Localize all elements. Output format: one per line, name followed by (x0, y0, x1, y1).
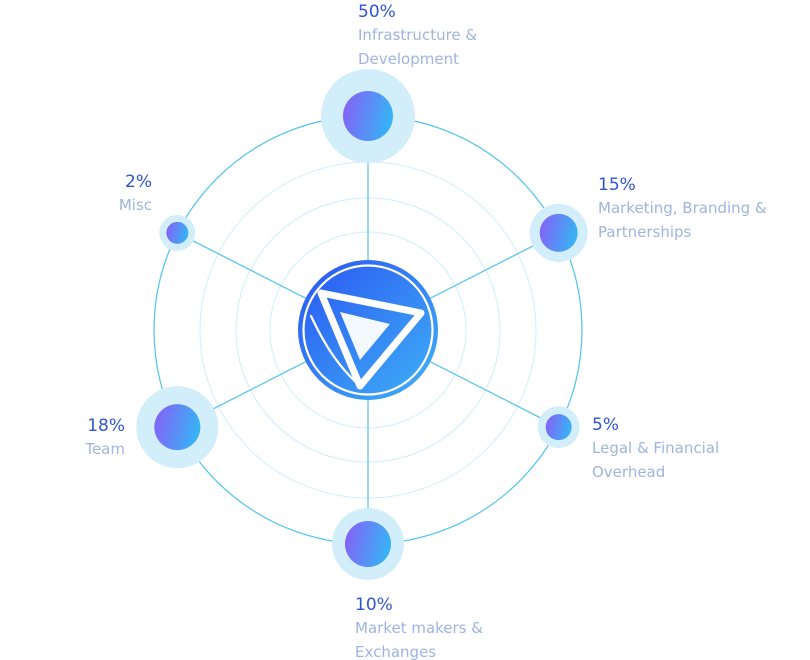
slice-dot (166, 221, 189, 244)
slice-dot (345, 521, 391, 567)
slice-dot (154, 404, 201, 451)
slice-dot (539, 213, 578, 252)
slice-percent: 10% (355, 595, 393, 615)
slice-labels: 50% Infrastructure & Development 15% Marketi… (84, 2, 767, 660)
slice-dot (545, 414, 572, 441)
slice-name: Exchanges (355, 643, 436, 660)
slice-percent: 15% (598, 175, 636, 195)
slice-name: Misc (119, 196, 152, 214)
slice-percent: 5% (592, 415, 619, 435)
slice-name: Infrastructure & (358, 26, 477, 44)
slice-percent: 2% (125, 172, 152, 192)
slice-nodes (136, 69, 588, 580)
brand-logo-icon (298, 260, 438, 400)
slice-dot (343, 91, 393, 141)
slice-percent: 18% (87, 416, 125, 436)
slice-name: Legal & Financial (592, 439, 719, 457)
slice-percent: 50% (358, 2, 396, 22)
slice-name: Development (358, 50, 459, 68)
slice-name: Team (84, 440, 125, 458)
slice-name: Overhead (592, 463, 665, 481)
slice-name: Market makers & (355, 619, 483, 637)
slice-name: Partnerships (598, 223, 692, 241)
slice-name: Marketing, Branding & (598, 199, 767, 217)
